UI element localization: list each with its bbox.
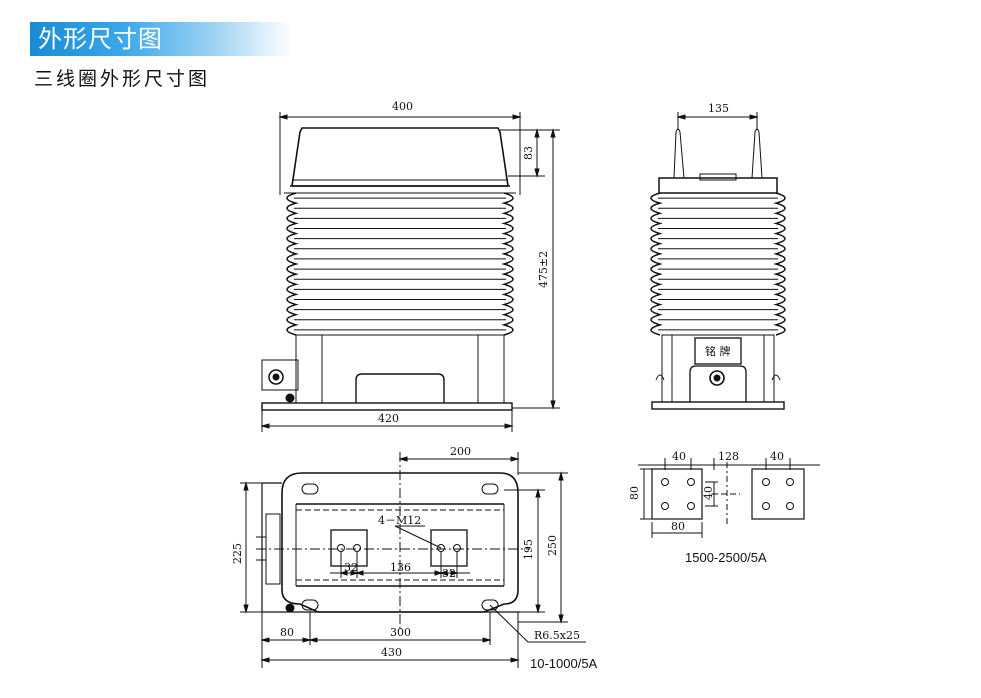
dim-32-right: 32: [442, 567, 456, 580]
dim-400: 400: [392, 100, 413, 113]
page-subtitle: 三线圈外形尺寸图: [34, 68, 211, 90]
bottom-view: 200 4－M12 3: [231, 445, 598, 671]
dim-300: 300: [390, 626, 411, 639]
detail-80-horizontal: 80: [671, 520, 685, 533]
rib-edge-left: [650, 192, 663, 336]
dim-32-left: 32: [344, 561, 358, 574]
dim-195: 195: [522, 539, 535, 560]
dim-135: 135: [708, 102, 729, 115]
detail-80-vertical: 80: [628, 486, 641, 500]
dim-430: 430: [381, 646, 402, 659]
rating-10-1000: 10-1000/5A: [530, 656, 598, 671]
terminal-detail: 40 128 40 80 40 80 1500-2500/5A: [628, 450, 820, 565]
dim-80: 80: [280, 626, 294, 639]
rib-edge-right: [773, 192, 786, 336]
detail-128: 128: [718, 450, 739, 463]
front-view: 400 83 475±2 420: [260, 100, 560, 432]
detail-40-vertical: 40: [702, 486, 715, 500]
side-view: 135 铭 牌: [650, 102, 786, 410]
label-bolts: 4－M12: [378, 514, 421, 527]
detail-40-left: 40: [672, 450, 686, 463]
detail-40-right: 40: [770, 450, 784, 463]
dim-83: 83: [522, 146, 535, 160]
dim-420: 420: [378, 412, 399, 425]
dim-475: 475±2: [537, 251, 550, 288]
rib-edge-left: [286, 192, 299, 336]
dim-200: 200: [450, 445, 471, 458]
dim-250: 250: [546, 535, 559, 556]
dim-225: 225: [231, 543, 244, 564]
rib-edge-right: [501, 192, 514, 336]
header-band: [30, 22, 292, 56]
dim-136: 136: [390, 561, 411, 574]
label-radius: R6.5x25: [534, 629, 580, 642]
rating-1500-2500: 1500-2500/5A: [685, 550, 767, 565]
page-title: 外形尺寸图: [38, 25, 163, 53]
nameplate-label: 铭 牌: [705, 344, 731, 358]
